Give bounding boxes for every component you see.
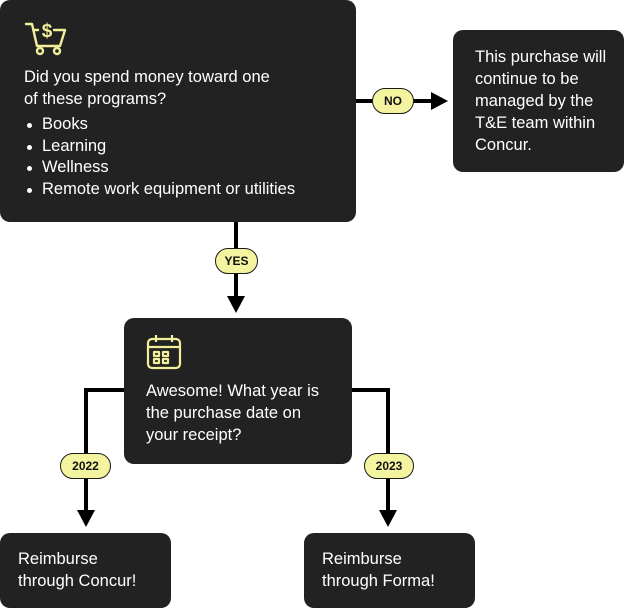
shopping-cart-dollar-icon: $ [24,18,68,61]
arrowhead-no [431,92,448,110]
question-text: Did you spend money toward one of these … [24,68,270,108]
year-2023-label: 2023 [364,453,414,479]
program-item-remote-work: Remote work equipment or utilities [24,179,336,201]
result-box-te-team: This purchase will continue to be manage… [453,30,624,172]
arrowhead-2022 [77,510,95,527]
result-box-forma: Reimburse through Forma! [304,533,475,608]
result-box-concur: Reimburse through Concur! [0,533,171,608]
connector-2022 [84,388,124,514]
question-box-programs: $ Did you spend money toward one of thes… [0,0,356,222]
program-list: Books Learning Wellness Remote work equi… [24,114,336,200]
program-item-books: Books [24,114,336,136]
result-text-te-team: This purchase will continue to be manage… [475,48,607,154]
calendar-icon [146,334,182,375]
yes-label: YES [215,248,258,274]
result-text-concur: Reimburse through Concur! [18,550,137,590]
arrowhead-yes [227,296,245,313]
program-item-learning: Learning [24,136,336,158]
svg-text:$: $ [42,21,53,42]
no-label: NO [372,88,414,114]
question-year-text: Awesome! What year is the purchase date … [146,382,320,444]
program-item-wellness: Wellness [24,157,336,179]
year-2022-label: 2022 [60,453,111,479]
result-text-forma: Reimburse through Forma! [322,550,435,590]
question-box-year: Awesome! What year is the purchase date … [124,318,352,464]
arrowhead-2023 [379,510,397,527]
connector-2023 [352,388,390,514]
